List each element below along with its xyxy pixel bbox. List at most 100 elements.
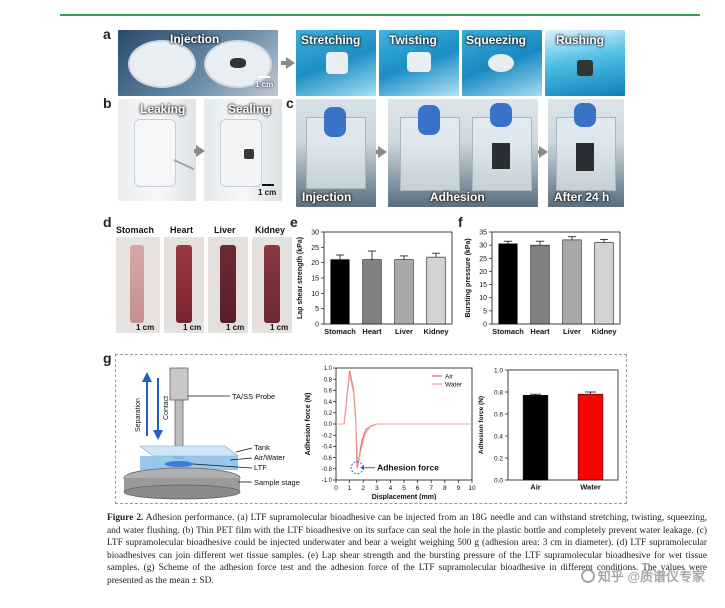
sample-film (577, 60, 593, 76)
ltf-label: LTF (254, 463, 267, 472)
x-category-label: Heart (530, 327, 550, 336)
figure-caption: Figure 2. Adhesion performance. (a) LTF … (107, 512, 707, 588)
y-tick-label: 5 (315, 306, 319, 313)
y-tick-label: 15 (311, 276, 319, 283)
probe-holder (169, 367, 189, 401)
x-category-label: Stomach (324, 327, 356, 336)
watermark-text: 知乎 @质谱仪专家 (597, 569, 705, 584)
arrow-a (286, 57, 295, 69)
tissue-title-stomach: Stomach (116, 225, 155, 235)
sample-film (488, 54, 514, 72)
y-tick-label: -1.0 (322, 478, 333, 484)
photo-tissue-kidney (252, 237, 292, 333)
photo-tissue-liver (208, 237, 248, 333)
bar-liver (562, 239, 582, 325)
y-tick-label: 30 (311, 230, 319, 237)
y-tick-label: 30 (479, 243, 487, 250)
y-tick-label: 0 (483, 322, 487, 329)
leader-ltf (192, 463, 253, 469)
photo-c-adhesion (388, 99, 538, 207)
adhesion-annotation: Adhesion force (377, 463, 439, 473)
series-line-water (336, 373, 472, 467)
scalebar-a (258, 76, 270, 78)
watermark-logo-icon (580, 568, 595, 583)
scalebar-b (262, 184, 274, 186)
y-axis-label: Adhesion force (N) (478, 396, 485, 454)
y-tick-label: 10 (479, 295, 487, 302)
arrow-b (196, 145, 205, 157)
plot-frame (491, 231, 621, 325)
label-injection: Injection (170, 32, 220, 46)
adhesion-arrowhead (360, 465, 365, 471)
weight (492, 143, 510, 169)
stage-label: Sample stage (254, 478, 300, 487)
leader-air-water (229, 457, 253, 461)
scale-label-d3: 1 cm (226, 323, 245, 332)
photo-stretching (296, 30, 376, 96)
photo-tissue-heart (164, 237, 204, 333)
bar-water (577, 393, 604, 481)
y-axis-label: Adhesion force (N) (305, 393, 312, 456)
label-sealing: Sealing (228, 102, 271, 116)
scale-label-d4: 1 cm (270, 323, 289, 332)
x-tick-label: 4 (389, 485, 393, 492)
panel-letter-a: a (103, 26, 111, 42)
label-c-adhesion: Adhesion (430, 190, 485, 204)
top-rule (60, 14, 700, 16)
legend-label-air: Air (445, 374, 454, 381)
water-stream (173, 159, 195, 171)
x-category-label: Liver (395, 327, 413, 336)
y-tick-label: 10 (311, 291, 319, 298)
y-tick-label: -0.2 (322, 433, 333, 439)
y-axis-label: Lap shear strength (kPa) (297, 237, 304, 319)
arrow-c1 (378, 146, 387, 158)
y-tick-label: 0.4 (494, 434, 503, 441)
x-category-label: Heart (362, 327, 382, 336)
photo-leaking (118, 99, 196, 201)
y-axis-label: Bursting pressure (kPa) (465, 238, 472, 317)
y-tick-label: -0.8 (322, 467, 333, 473)
bar-liver (394, 259, 414, 325)
arrow-c2 (539, 146, 548, 158)
x-category-label: Liver (563, 327, 581, 336)
leader-tank (235, 447, 253, 453)
label-rushing: Rushing (556, 33, 604, 47)
scale-label-d1: 1 cm (136, 323, 155, 332)
photo-c-after24h (548, 99, 624, 207)
x-category-label: Air (530, 483, 541, 492)
bar-heart (362, 259, 382, 325)
y-tick-label: 35 (479, 230, 487, 237)
scale-label-a: 1 cm (255, 80, 274, 89)
y-tick-label: 20 (311, 260, 319, 267)
contact-label: Contact (163, 396, 170, 420)
x-axis-label: Displacement (mm) (372, 494, 437, 500)
x-tick-label: 9 (457, 485, 461, 492)
weight (576, 143, 594, 171)
photo-c-injection (296, 99, 376, 207)
y-tick-label: 0.6 (324, 389, 333, 395)
separation-arrowhead (142, 372, 152, 382)
glove (490, 103, 512, 127)
bar-air (522, 394, 549, 481)
panel-letter-c: c (286, 95, 294, 111)
panel-letter-g: g (103, 350, 112, 366)
y-tick-label: 0.8 (324, 377, 333, 383)
ltf-layer (165, 461, 193, 467)
sample-film (407, 52, 431, 72)
photo-tissue-stomach (116, 237, 160, 333)
tissue-strip (220, 245, 236, 323)
y-tick-label: 0.6 (494, 412, 503, 419)
x-category-label: Kidney (591, 327, 617, 336)
y-tick-label: 0.0 (494, 478, 503, 485)
x-tick-label: 6 (416, 485, 420, 492)
y-tick-label: -0.4 (322, 445, 333, 451)
probe-label: TA/SS Probe (232, 392, 275, 401)
label-leaking: Leaking (140, 102, 186, 116)
panel-g-frame (115, 354, 627, 504)
photo-rushing (545, 30, 625, 96)
y-tick-label: 0.2 (494, 456, 503, 463)
bar-kidney (426, 256, 446, 325)
